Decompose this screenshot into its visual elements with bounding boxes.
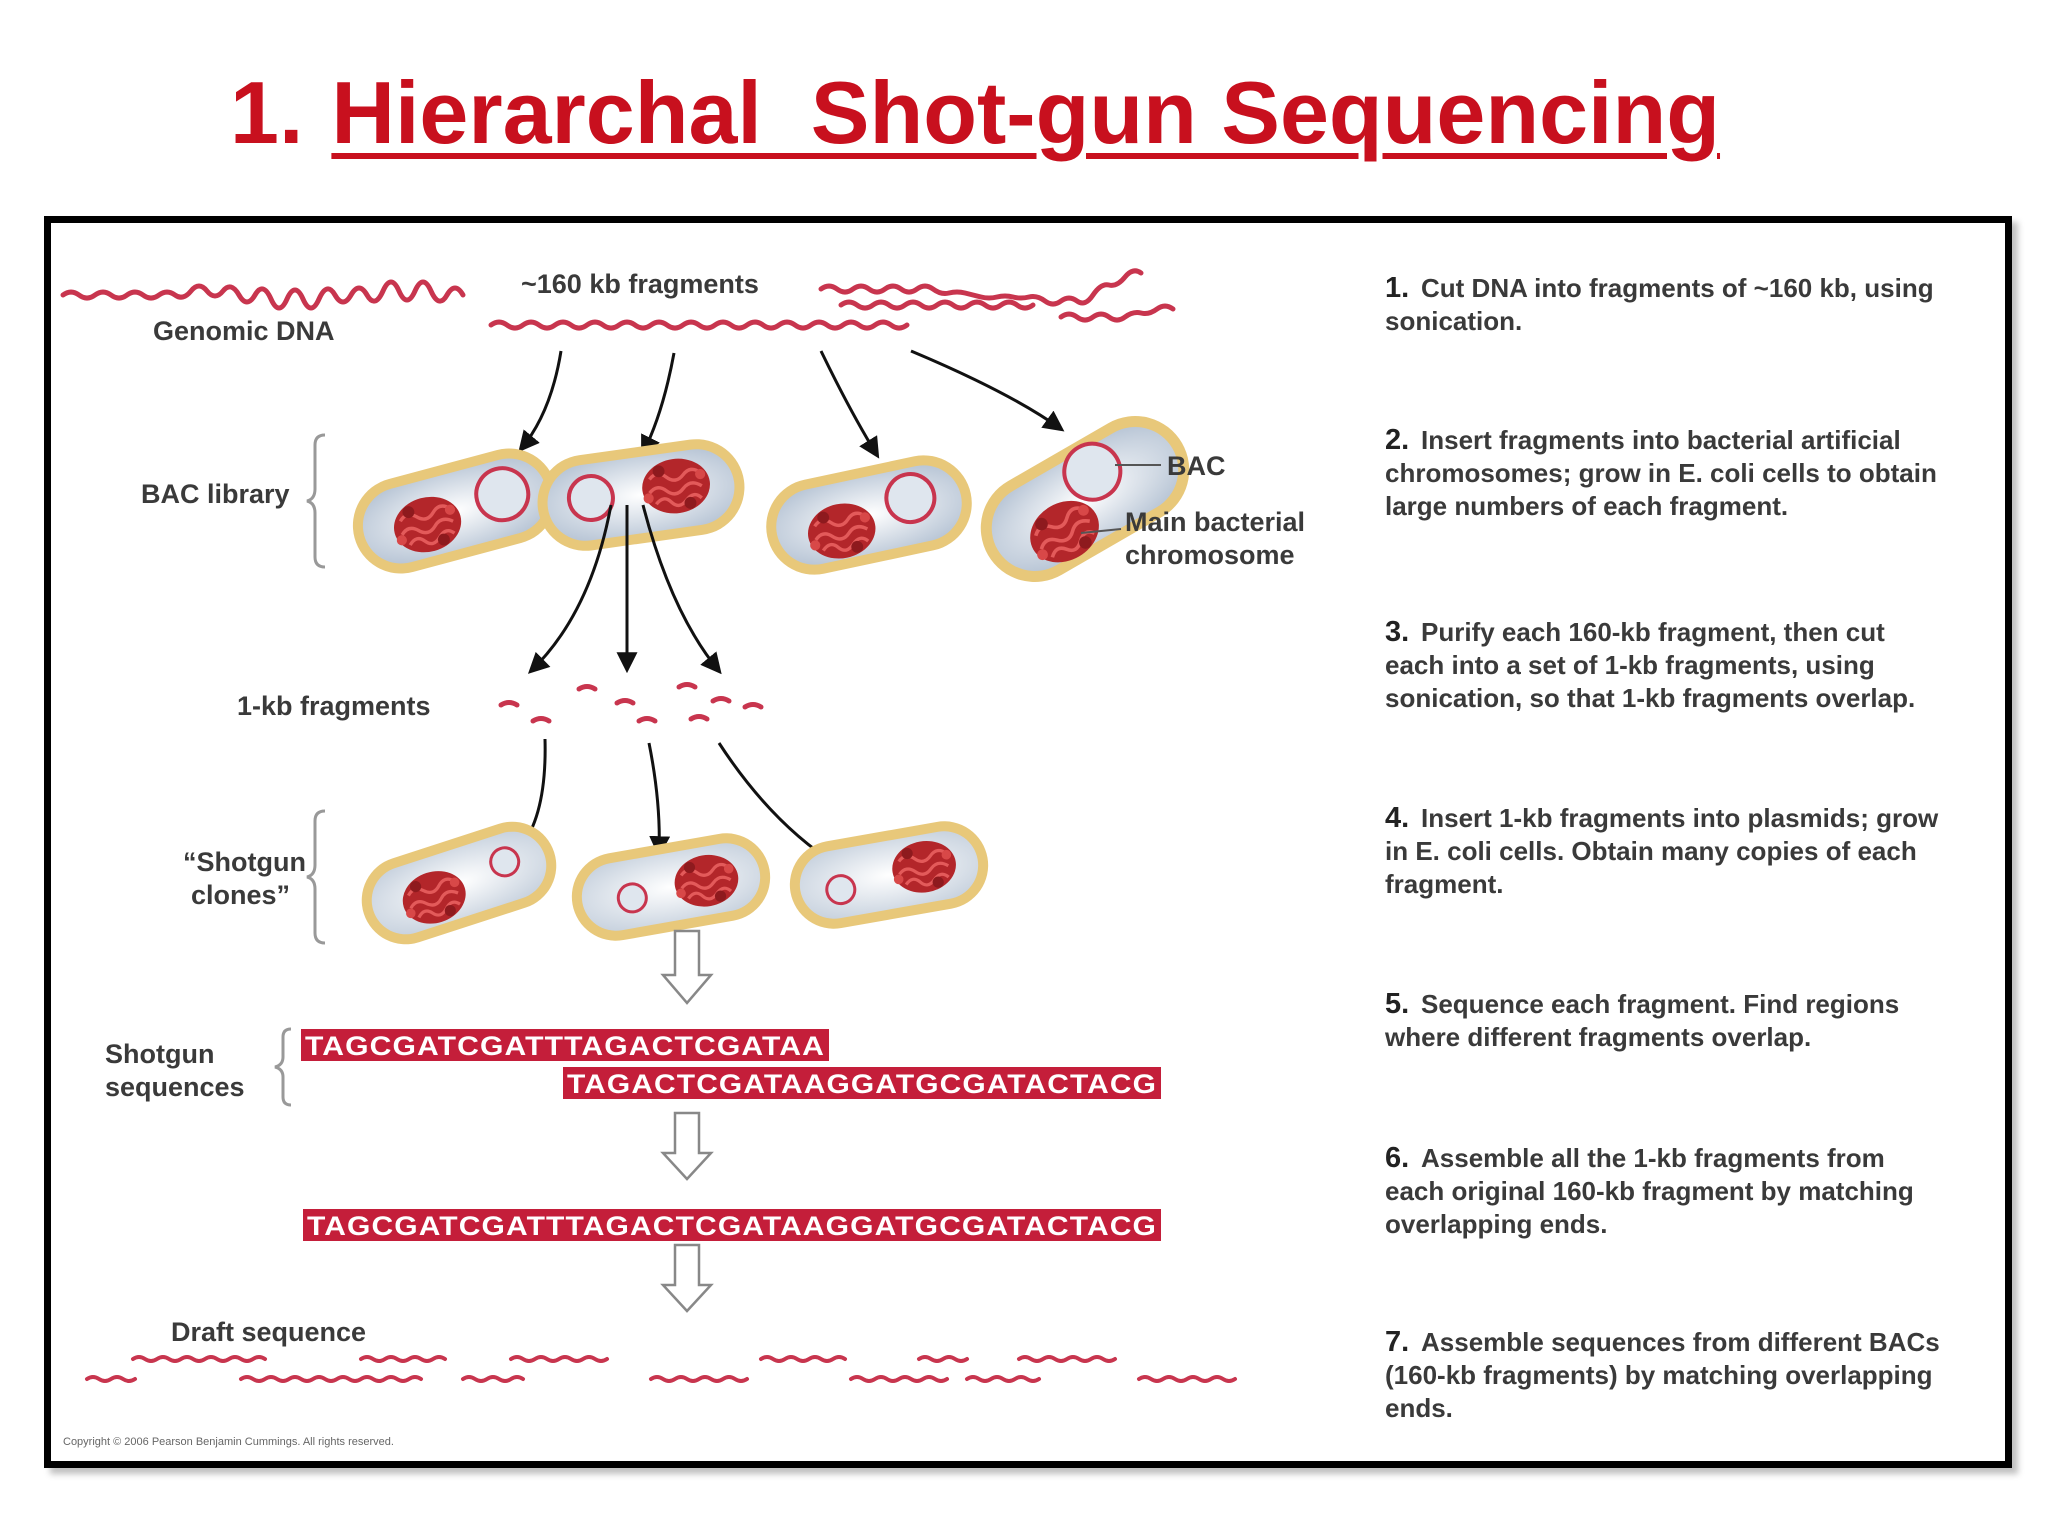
label-chromosome: chromosome [1125,540,1295,570]
step-3-line-2: each into a set of 1-kb fragments, using [1385,650,1875,680]
bac-cell-1 [352,448,558,574]
step-2-line-1: Insert fragments into bacterial artifici… [1421,425,1901,455]
shotgun-clones-bracket [306,809,326,945]
step-5: 5. Sequence each fragment. Find regions … [1384,988,1899,1052]
step-1-number: 1. [1385,272,1409,304]
step-5-line-1: Sequence each fragment. Find regions [1421,989,1899,1019]
draft-sequence-fragments [85,1355,1237,1383]
step-7-line-2: (160-kb fragments) by matching overlappi… [1385,1360,1933,1390]
step-2-line-3: large numbers of each fragment. [1385,491,1788,521]
figure-frame: ~160 kb fragments Genomic DNA BAC librar… [44,216,2012,1468]
label-shotgun-seq-1: Shotgun [105,1039,214,1069]
step-6-line-3: overlapping ends. [1385,1209,1608,1239]
step-3-number: 3. [1385,616,1409,648]
sequence-assembled: TAGCGATCGATTTAGACTCGATAAGGATGCGATACTACG [307,1211,1157,1241]
plasmid-cell-2 [571,833,771,941]
label-shotgun-seq-2: sequences [105,1072,245,1102]
one-kb-fragments [498,682,764,724]
step-5-number: 5. [1385,988,1409,1020]
hollow-arrow-3 [660,1243,714,1313]
sequence-read-2-bg [563,1067,1161,1099]
sequence-read-1-bg [301,1029,829,1061]
label-bac-library: BAC library [141,479,290,509]
step-2-line-2: chromosomes; grow in E. coli cells to ob… [1385,458,1937,488]
step-6: 6. Assemble all the 1-kb fragments from … [1385,1142,1914,1239]
step-6-line-1: Assemble all the 1-kb fragments from [1421,1143,1885,1173]
arrows-bac-to-fragments [527,504,722,675]
step-6-number: 6. [1385,1142,1409,1174]
label-draft-sequence: Draft sequence [171,1317,366,1347]
hollow-arrow-2 [660,1111,714,1181]
label-shotgun-clones-2: clones” [191,880,290,910]
step-6-line-2: each original 160-kb fragment by matchin… [1385,1176,1914,1206]
title-text: Hierarchal Shot-gun Sequencing [331,63,1721,162]
shotgun-sequences-bracket [274,1027,292,1107]
step-3: 3. Purify each 160-kb fragment, then cut… [1385,616,1915,713]
step-1: 1. Cut DNA into fragments of ~160 kb, us… [1385,272,1934,336]
step-2: 2. Insert fragments into bacterial artif… [1385,424,1937,521]
genomic-dna-strand [60,268,1176,331]
hollow-arrow-1 [660,929,714,1005]
step-4: 4. Insert 1-kb fragments into plasmids; … [1385,802,1939,899]
step-2-number: 2. [1385,424,1409,456]
step-1-line-1: Cut DNA into fragments of ~160 kb, using [1421,273,1934,303]
bac-library-bracket [306,433,326,569]
step-7-number: 7. [1385,1326,1409,1358]
sequencing-diagram: ~160 kb fragments Genomic DNA BAC librar… [60,268,1940,1448]
copyright-notice: Copyright © 2006 Pearson Benjamin Cummin… [63,1436,394,1448]
step-4-number: 4. [1385,802,1409,834]
plasmid-cell-1 [361,821,557,945]
step-3-line-3: sonication, so that 1-kb fragments overl… [1385,683,1915,713]
step-7: 7. Assemble sequences from different BAC… [1385,1326,1940,1423]
plasmid-cell-3 [789,821,989,929]
label-main-bacterial: Main bacterial [1125,507,1305,537]
slide-title: 1. Hierarchal Shot-gun Sequencing [230,62,1720,164]
bac-cell-4 [980,416,1190,582]
process-arrows [660,929,714,1313]
step-4-line-2: in E. coli cells. Obtain many copies of … [1385,836,1917,866]
label-shotgun-clones-1: “Shotgun [183,847,306,877]
bac-cell-2 [537,439,745,551]
title-number: 1. [230,63,304,162]
sequence-assembled-bg [303,1209,1161,1241]
label-bac: BAC [1167,451,1226,481]
step-7-line-3: ends. [1385,1393,1453,1423]
step-4-line-3: fragment. [1385,869,1503,899]
bac-cell-3 [766,455,972,575]
step-1-line-2: sonication. [1385,306,1522,336]
step-3-line-1: Purify each 160-kb fragment, then cut [1421,617,1885,647]
sequence-read-1: TAGCGATCGATTTAGACTCGATAA [305,1031,825,1061]
arrows-dna-to-bac [518,349,1065,459]
step-4-line-1: Insert 1-kb fragments into plasmids; gro… [1421,803,1939,833]
sequence-read-2: TAGACTCGATAAGGATGCGATACTACG [567,1069,1157,1099]
step-7-line-1: Assemble sequences from different BACs [1421,1327,1940,1357]
label-genomic-dna: Genomic DNA [153,316,335,346]
label-160kb-fragments: ~160 kb fragments [521,269,759,299]
label-1kb-fragments: 1-kb fragments [237,691,431,721]
chromosome-callout-line [1080,528,1122,534]
step-5-line-2: where different fragments overlap. [1384,1022,1811,1052]
